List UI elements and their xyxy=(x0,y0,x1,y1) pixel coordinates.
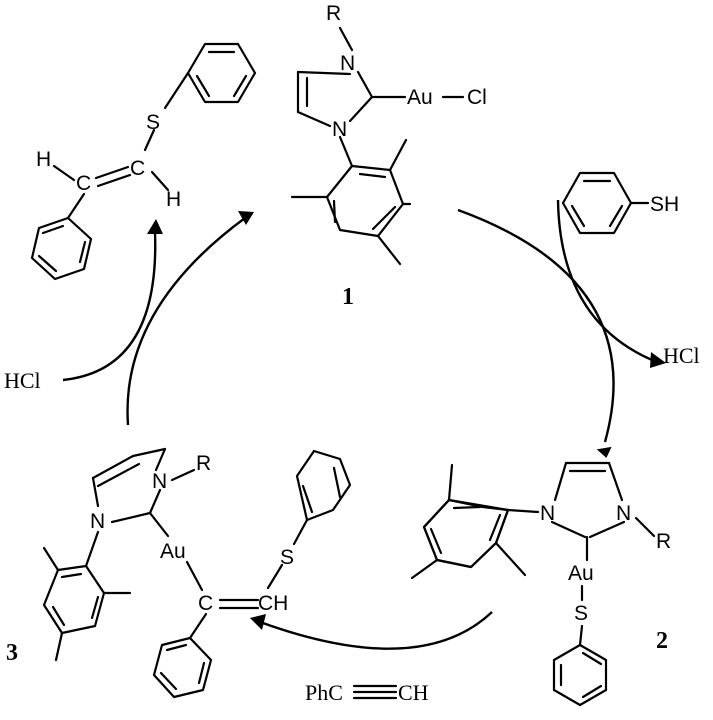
alkyne-phc-label: PhC xyxy=(305,680,343,705)
product-h-right-label: H xyxy=(166,188,181,211)
arrow-thiophenol-in-hcl-out xyxy=(556,199,653,362)
c3-s-label: S xyxy=(280,546,294,569)
c1-cl-label: Cl xyxy=(467,86,487,109)
product-c-left-label: C xyxy=(76,172,91,195)
product-c-right-label: C xyxy=(130,157,145,180)
thiophenol-sh-label: SH xyxy=(650,193,679,216)
compound-label-3: 3 xyxy=(6,640,18,666)
c1-au-label: Au xyxy=(407,86,433,109)
compound-1: R N N Au Cl 1 xyxy=(290,2,487,310)
product-h-left-label: H xyxy=(36,148,51,171)
c3-c-label: C xyxy=(198,592,213,615)
arrow-1-to-2 xyxy=(457,208,615,443)
c3-n-top-label: N xyxy=(152,470,167,493)
c1-n-top-label: N xyxy=(340,52,355,75)
c1-r-label: R xyxy=(326,2,341,25)
arrow-hcl-in-to-product xyxy=(62,231,157,382)
c3-r-label: R xyxy=(196,452,211,475)
compound-label-2: 2 xyxy=(656,628,668,654)
c2-n-left-label: N xyxy=(540,502,555,525)
c2-n-right-label: N xyxy=(616,502,631,525)
c2-au-label: Au xyxy=(568,562,594,585)
c3-n-bottom-label: N xyxy=(90,510,105,533)
arrow-2-to-3 xyxy=(259,611,493,650)
thiophenol-reagent: SH xyxy=(561,171,679,235)
c2-s-label: S xyxy=(574,602,588,625)
product-s-label: S xyxy=(146,111,160,134)
compound-2-mesityl: 2 xyxy=(410,463,668,654)
alkyne-ch-label: CH xyxy=(398,680,429,705)
c2-r-label: R xyxy=(656,530,671,553)
compound-label-1: 1 xyxy=(342,284,354,310)
cycle-arrows: HCl PhC CH HCl xyxy=(4,199,700,705)
hcl-in-label: HCl xyxy=(4,368,41,393)
vinyl-sulfide-product: S H C C H xyxy=(30,42,257,281)
c1-n-bottom-label: N xyxy=(332,118,347,141)
c3-ch-label: CH xyxy=(258,592,288,615)
compound-2: N N R Au S xyxy=(422,461,671,707)
hcl-out-label: HCl xyxy=(663,343,700,368)
compound-3: N N R Au C CH S xyxy=(6,447,352,699)
arrow-3-to-1 xyxy=(126,217,246,426)
c3-au-label: Au xyxy=(160,540,186,563)
